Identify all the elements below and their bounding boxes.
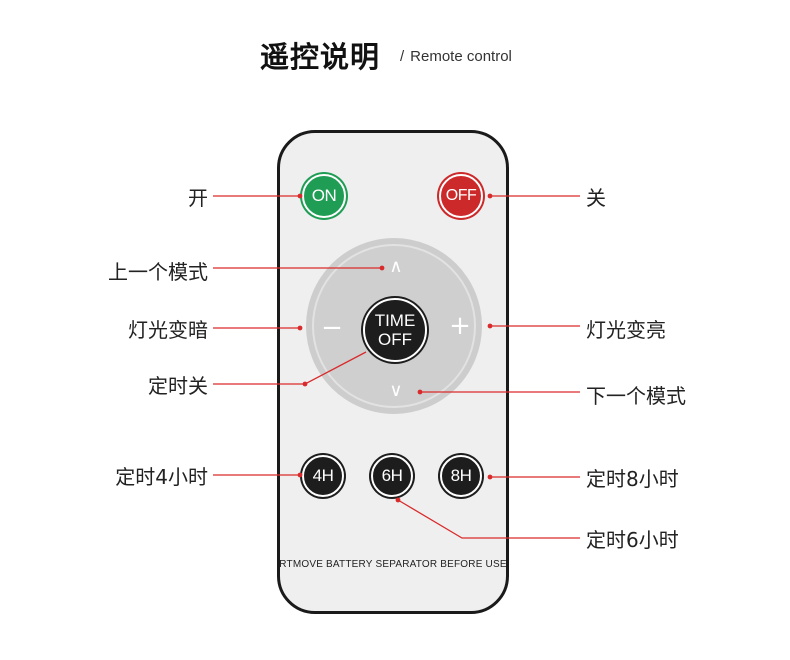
timer-off-button[interactable]: TIME OFF (363, 298, 427, 362)
callout-on: 开 (188, 186, 208, 210)
page-subtitle: / Remote control (400, 48, 512, 65)
leader-dot-6h (395, 497, 401, 503)
chevron-down-icon[interactable]: ∨ (389, 379, 403, 401)
timer-8h-button[interactable]: 8H (440, 455, 482, 497)
leader-dot-on (297, 193, 303, 199)
leader-dot-next-mode (417, 389, 423, 395)
callout-next-mode: 下一个模式 (586, 384, 686, 408)
power-on-button[interactable]: ON (302, 174, 346, 218)
timer-6h-button[interactable]: 6H (371, 455, 413, 497)
callout-dim: 灯光变暗 (128, 318, 208, 342)
leader-dot-4h (297, 472, 303, 478)
subtitle-text: Remote control (410, 48, 512, 65)
chevron-up-icon[interactable]: ∧ (389, 255, 403, 277)
minus-icon[interactable]: − (321, 313, 343, 343)
leader-dot-brighten (487, 323, 493, 329)
plus-icon[interactable]: + (449, 311, 471, 341)
leader-timer-off (213, 351, 367, 385)
callout-timer-8h: 定时8小时 (586, 467, 679, 491)
leader-dot-prev-mode (379, 265, 385, 271)
callout-timer-4h: 定时4小时 (115, 465, 208, 489)
leader-6h (397, 499, 580, 539)
callout-timer-off: 定时关 (148, 374, 208, 398)
leader-dot-timer-off (302, 381, 308, 387)
timer-button-line2: OFF (378, 330, 412, 349)
timer-4h-button[interactable]: 4H (302, 455, 344, 497)
title-separator: / (400, 48, 405, 65)
callout-timer-6h: 定时6小时 (586, 528, 679, 552)
timer-button-line1: TIME (374, 311, 416, 330)
battery-notice: RTMOVE BATTERY SEPARATOR BEFORE USE (279, 559, 507, 570)
power-off-button[interactable]: OFF (439, 174, 483, 218)
leader-dot-8h (487, 474, 493, 480)
leader-dot-dim (297, 325, 303, 331)
page-title: 遥控说明 (260, 40, 381, 74)
callout-brighten: 灯光变亮 (586, 318, 666, 342)
callout-off: 关 (586, 186, 606, 210)
leader-dot-off (487, 193, 493, 199)
callout-prev-mode: 上一个模式 (108, 260, 208, 284)
heading: 遥控说明 / Remote control (0, 30, 790, 80)
